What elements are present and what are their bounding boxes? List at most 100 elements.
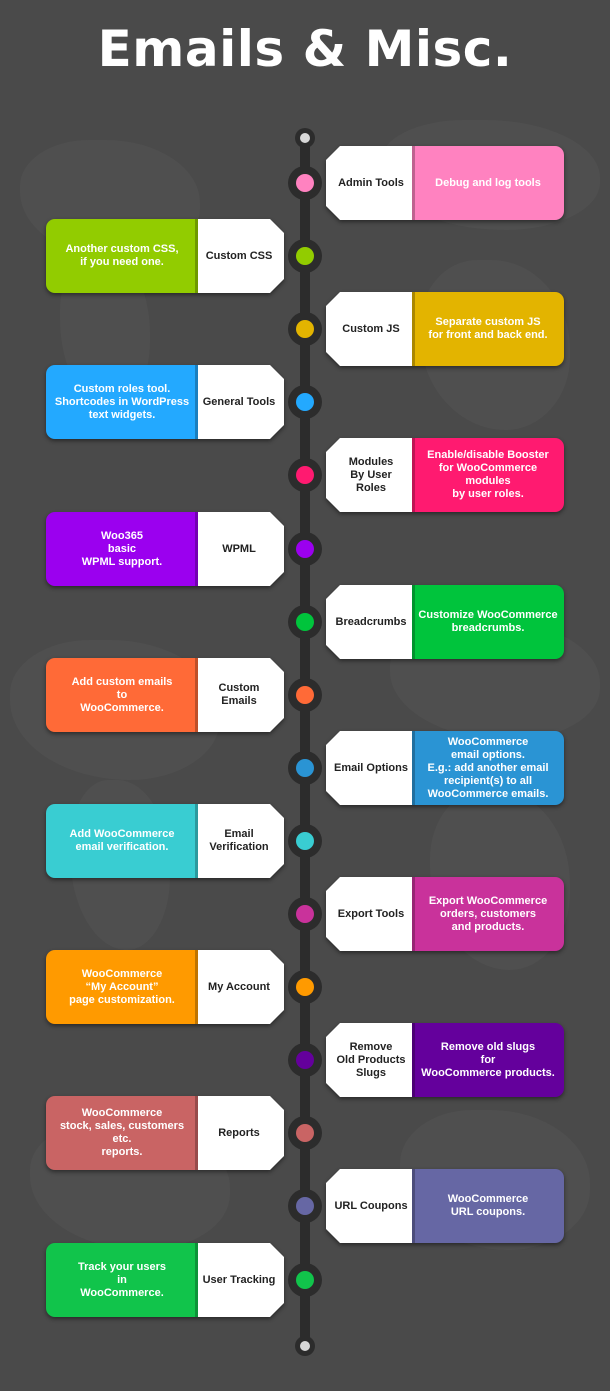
card-label-text: Export Tools bbox=[337, 907, 405, 920]
timeline-card-modules-by-user-roles: Modules By User Roles Enable/disable Boos… bbox=[326, 438, 564, 512]
timeline-card-breadcrumbs: Breadcrumbs Customize WooCommerce breadcr… bbox=[326, 585, 564, 659]
card-divider bbox=[412, 585, 415, 659]
timeline-node-my-account bbox=[288, 970, 322, 1004]
card-label: Export Tools bbox=[326, 877, 412, 951]
card-description-text: Another custom CSS, if you need one. bbox=[65, 243, 179, 268]
card-divider bbox=[195, 219, 198, 293]
card-description: Export WooCommerce orders, customers and… bbox=[412, 877, 564, 951]
card-label-text: Modules By User Roles bbox=[348, 455, 394, 494]
card-description-text: Track your users in WooCommerce. bbox=[77, 1260, 167, 1299]
card-label: Breadcrumbs bbox=[326, 585, 412, 659]
timeline-card-custom-js: Custom JS Separate custom JS for front an… bbox=[326, 292, 564, 366]
card-divider bbox=[412, 438, 415, 512]
timeline-dot bbox=[296, 1271, 314, 1289]
card-label-text: Email Verification bbox=[209, 828, 269, 853]
card-label: Reports bbox=[198, 1096, 284, 1170]
timeline-node-email-options bbox=[288, 751, 322, 785]
card-label: User Tracking bbox=[198, 1243, 284, 1317]
card-label-text: Remove Old Products Slugs bbox=[336, 1040, 406, 1079]
timeline-card-url-coupons: URL Coupons WooCommerce URL coupons. bbox=[326, 1169, 564, 1243]
timeline-end-cap bbox=[295, 1336, 315, 1356]
timeline-dot bbox=[296, 1051, 314, 1069]
card-description: WooCommerce stock, sales, customers etc.… bbox=[46, 1096, 198, 1170]
card-description-text: Woo365 basic WPML support. bbox=[81, 529, 163, 568]
card-description: Track your users in WooCommerce. bbox=[46, 1243, 198, 1317]
card-description-text: Custom roles tool. Shortcodes in WordPre… bbox=[54, 382, 190, 421]
timeline-card-user-tracking: User Tracking Track your users in WooComm… bbox=[46, 1243, 284, 1317]
card-description: Another custom CSS, if you need one. bbox=[46, 219, 198, 293]
timeline-node-remove-old-products-slugs bbox=[288, 1043, 322, 1077]
card-label-text: Reports bbox=[218, 1126, 260, 1139]
timeline-card-general-tools: General Tools Custom roles tool. Shortcod… bbox=[46, 365, 284, 439]
timeline-dot bbox=[296, 832, 314, 850]
timeline-node-custom-css bbox=[288, 239, 322, 273]
timeline-node-breadcrumbs bbox=[288, 605, 322, 639]
card-label-text: Admin Tools bbox=[338, 176, 404, 189]
card-description: Customize WooCommerce breadcrumbs. bbox=[412, 585, 564, 659]
card-label: WPML bbox=[198, 512, 284, 586]
timeline-dot bbox=[296, 1124, 314, 1142]
card-divider bbox=[412, 292, 415, 366]
card-label: Email Options bbox=[326, 731, 412, 805]
timeline-dot bbox=[296, 247, 314, 265]
card-label: Custom Emails bbox=[198, 658, 284, 732]
timeline-card-admin-tools: Admin Tools Debug and log tools bbox=[326, 146, 564, 220]
card-label: Custom JS bbox=[326, 292, 412, 366]
timeline-dot bbox=[296, 686, 314, 704]
timeline-node-wpml bbox=[288, 532, 322, 566]
card-description: Woo365 basic WPML support. bbox=[46, 512, 198, 586]
timeline-card-export-tools: Export Tools Export WooCommerce orders, c… bbox=[326, 877, 564, 951]
card-description: Separate custom JS for front and back en… bbox=[412, 292, 564, 366]
timeline-dot bbox=[296, 978, 314, 996]
card-label-text: Email Options bbox=[334, 761, 408, 774]
card-label: Modules By User Roles bbox=[326, 438, 412, 512]
card-divider bbox=[195, 1243, 198, 1317]
card-label: Email Verification bbox=[198, 804, 284, 878]
timeline-node-reports bbox=[288, 1116, 322, 1150]
card-description-text: Debug and log tools bbox=[435, 176, 541, 189]
card-divider bbox=[412, 877, 415, 951]
card-label: My Account bbox=[198, 950, 284, 1024]
card-divider bbox=[195, 950, 198, 1024]
timeline-dot bbox=[296, 613, 314, 631]
page-title: Emails & Misc. bbox=[97, 20, 513, 78]
card-label-text: Custom CSS bbox=[205, 249, 273, 262]
card-divider bbox=[195, 804, 198, 878]
card-label-text: WPML bbox=[222, 542, 256, 555]
timeline-dot bbox=[296, 540, 314, 558]
timeline-node-custom-js bbox=[288, 312, 322, 346]
card-label-text: My Account bbox=[208, 980, 270, 993]
card-description-text: WooCommerce URL coupons. bbox=[447, 1193, 529, 1218]
card-label-text: General Tools bbox=[202, 395, 276, 408]
card-description-text: Remove old slugs for WooCommerce product… bbox=[421, 1040, 555, 1079]
card-divider bbox=[412, 1169, 415, 1243]
timeline-card-wpml: WPML Woo365 basic WPML support. bbox=[46, 512, 284, 586]
card-description-text: WooCommerce email options. E.g.: add ano… bbox=[427, 735, 549, 800]
timeline-card-my-account: My Account WooCommerce “My Account” page … bbox=[46, 950, 284, 1024]
timeline-card-reports: Reports WooCommerce stock, sales, custome… bbox=[46, 1096, 284, 1170]
card-label: URL Coupons bbox=[326, 1169, 412, 1243]
card-description-text: Separate custom JS for front and back en… bbox=[428, 316, 548, 341]
card-description: Custom roles tool. Shortcodes in WordPre… bbox=[46, 365, 198, 439]
timeline-dot bbox=[296, 174, 314, 192]
timeline-node-email-verification bbox=[288, 824, 322, 858]
timeline-dot bbox=[296, 1197, 314, 1215]
card-divider bbox=[195, 365, 198, 439]
card-description: Remove old slugs for WooCommerce product… bbox=[412, 1023, 564, 1097]
timeline-start-cap bbox=[295, 128, 315, 148]
card-label-text: Custom Emails bbox=[218, 682, 260, 707]
timeline-dot bbox=[296, 759, 314, 777]
timeline-card-email-options: Email Options WooCommerce email options. … bbox=[326, 731, 564, 805]
timeline-spine bbox=[300, 134, 310, 1346]
card-description-text: Enable/disable Booster for WooCommerce m… bbox=[427, 449, 549, 500]
card-label-text: Breadcrumbs bbox=[335, 615, 407, 628]
card-description-text: Customize WooCommerce breadcrumbs. bbox=[418, 609, 558, 634]
card-label: Admin Tools bbox=[326, 146, 412, 220]
card-divider bbox=[412, 731, 415, 805]
card-label-text: URL Coupons bbox=[334, 1199, 408, 1212]
timeline-node-modules-by-user-roles bbox=[288, 458, 322, 492]
card-description-text: WooCommerce “My Account” page customizat… bbox=[69, 967, 175, 1006]
card-description-text: WooCommerce stock, sales, customers etc.… bbox=[59, 1107, 185, 1158]
